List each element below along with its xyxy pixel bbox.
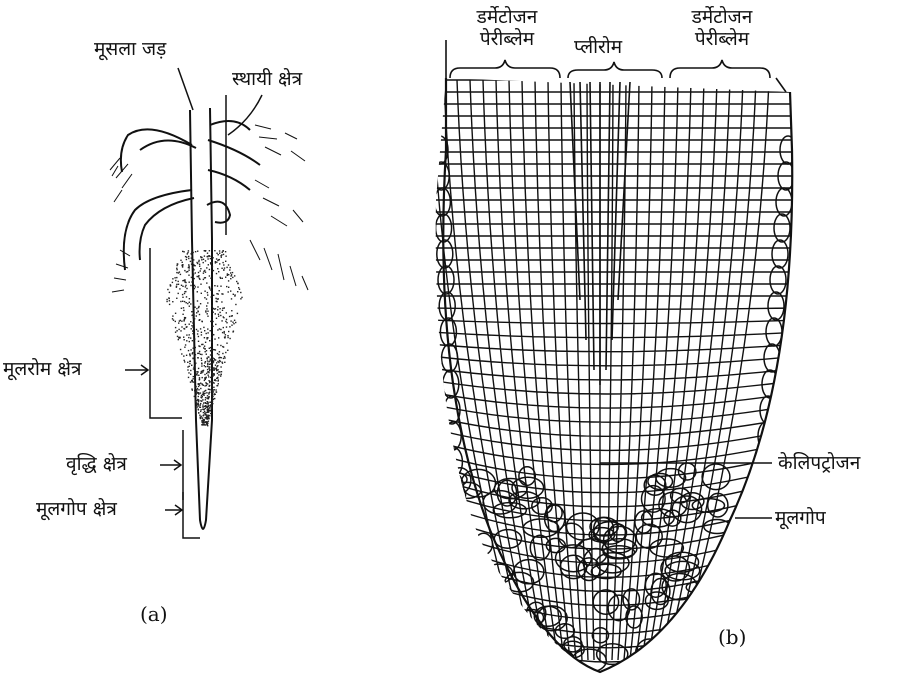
label-calyptrogen: केलिपट्रोजन <box>778 452 860 474</box>
label-growth-zone: वृद्धि क्षेत्र <box>66 453 127 475</box>
label-root-hair-zone: मूलरोम क्षेत्र <box>3 358 81 380</box>
label-dermatogen-periblem-left: डर्मेटोजन पेरीब्लेम <box>455 6 559 50</box>
lateral-root <box>208 170 250 190</box>
root-hair-zone-bracket <box>150 248 182 418</box>
label-root-cap-zone: मूलगोप क्षेत्र <box>36 498 117 520</box>
cell-mesh <box>430 80 800 680</box>
permanent-zone-pointer <box>228 95 262 135</box>
taproot-pointer <box>178 68 193 110</box>
caption-a: (a) <box>140 602 168 626</box>
label-plerome: प्लीरोम <box>574 36 622 58</box>
root-system-drawing <box>110 68 308 538</box>
root-hair-zone-stipple <box>166 250 242 426</box>
label-permanent-zone: स्थायी क्षेत्र <box>232 68 302 90</box>
label-dermatogen-periblem-right: डर्मेटोजन पेरीब्लेम <box>670 6 774 50</box>
label-dermatogen-left: डर्मेटोजन <box>455 6 559 28</box>
label-dermatogen-right: डर्मेटोजन <box>670 6 774 28</box>
label-periblem-right: पेरीब्लेम <box>670 28 774 50</box>
label-periblem-left: पेरीब्लेम <box>455 28 559 50</box>
root-tip-section <box>399 40 844 680</box>
label-taproot: मूसला जड़ <box>94 38 166 60</box>
lateral-root <box>208 140 260 165</box>
root-cap-zone-bracket <box>183 492 200 538</box>
lateral-root <box>121 129 192 172</box>
caption-b: (b) <box>718 625 746 649</box>
label-root-cap: मूलगोप <box>775 507 826 529</box>
root-hairs <box>110 125 308 292</box>
lateral-root <box>140 198 194 260</box>
